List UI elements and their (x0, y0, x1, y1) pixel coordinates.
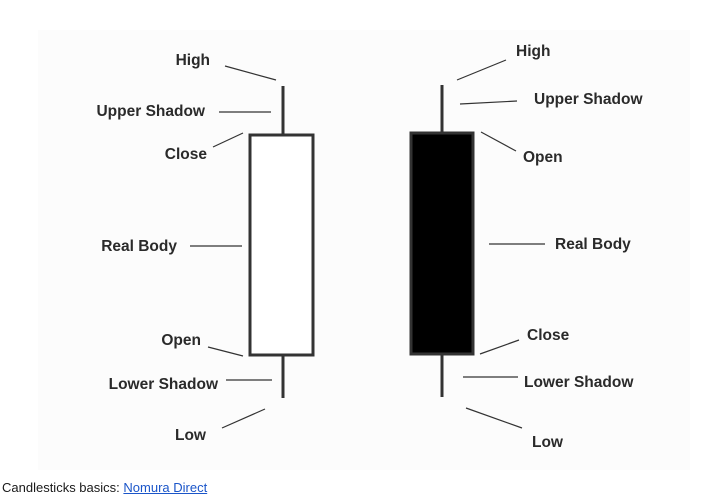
bullish-candle (248, 86, 315, 398)
leader-bullish-low (221, 408, 266, 429)
leader-bearish-close (479, 339, 520, 355)
label-bullish-high: High (176, 52, 210, 69)
label-bearish-real-body: Real Body (555, 236, 631, 253)
caption-text: Candlesticks basics: (2, 480, 124, 495)
label-bearish-open: Open (523, 149, 563, 166)
figure-background (38, 30, 690, 470)
label-bullish-open: Open (161, 332, 201, 349)
label-bullish-upper-shadow: Upper Shadow (96, 103, 205, 120)
leader-bearish-upper-shadow (459, 100, 518, 105)
leader-bearish-low (465, 407, 523, 429)
leader-bullish-high (224, 65, 277, 81)
leader-bearish-open (480, 131, 517, 152)
leader-bullish-close (212, 132, 244, 148)
label-bearish-close: Close (527, 327, 570, 344)
bullish-real-body (248, 133, 315, 357)
label-bullish-low: Low (175, 427, 207, 444)
label-bearish-upper-shadow: Upper Shadow (534, 91, 643, 108)
label-bullish-lower-shadow: Lower Shadow (109, 376, 219, 393)
leader-bullish-open (207, 346, 244, 357)
leader-bearish-high (456, 59, 507, 81)
label-bullish-close: Close (165, 146, 208, 163)
label-bearish-low: Low (532, 434, 564, 451)
bearish-candle (409, 85, 475, 397)
label-bearish-high: High (516, 43, 550, 60)
caption-source-link[interactable]: Nomura Direct (123, 480, 208, 495)
bearish-real-body (409, 131, 475, 356)
candlestick-diagram: High Upper Shadow Close Real Body Open L… (96, 43, 643, 451)
figure-caption: Candlesticks basics: Nomura Direct (2, 480, 207, 495)
label-bearish-lower-shadow: Lower Shadow (524, 374, 634, 391)
label-bullish-real-body: Real Body (101, 238, 177, 255)
